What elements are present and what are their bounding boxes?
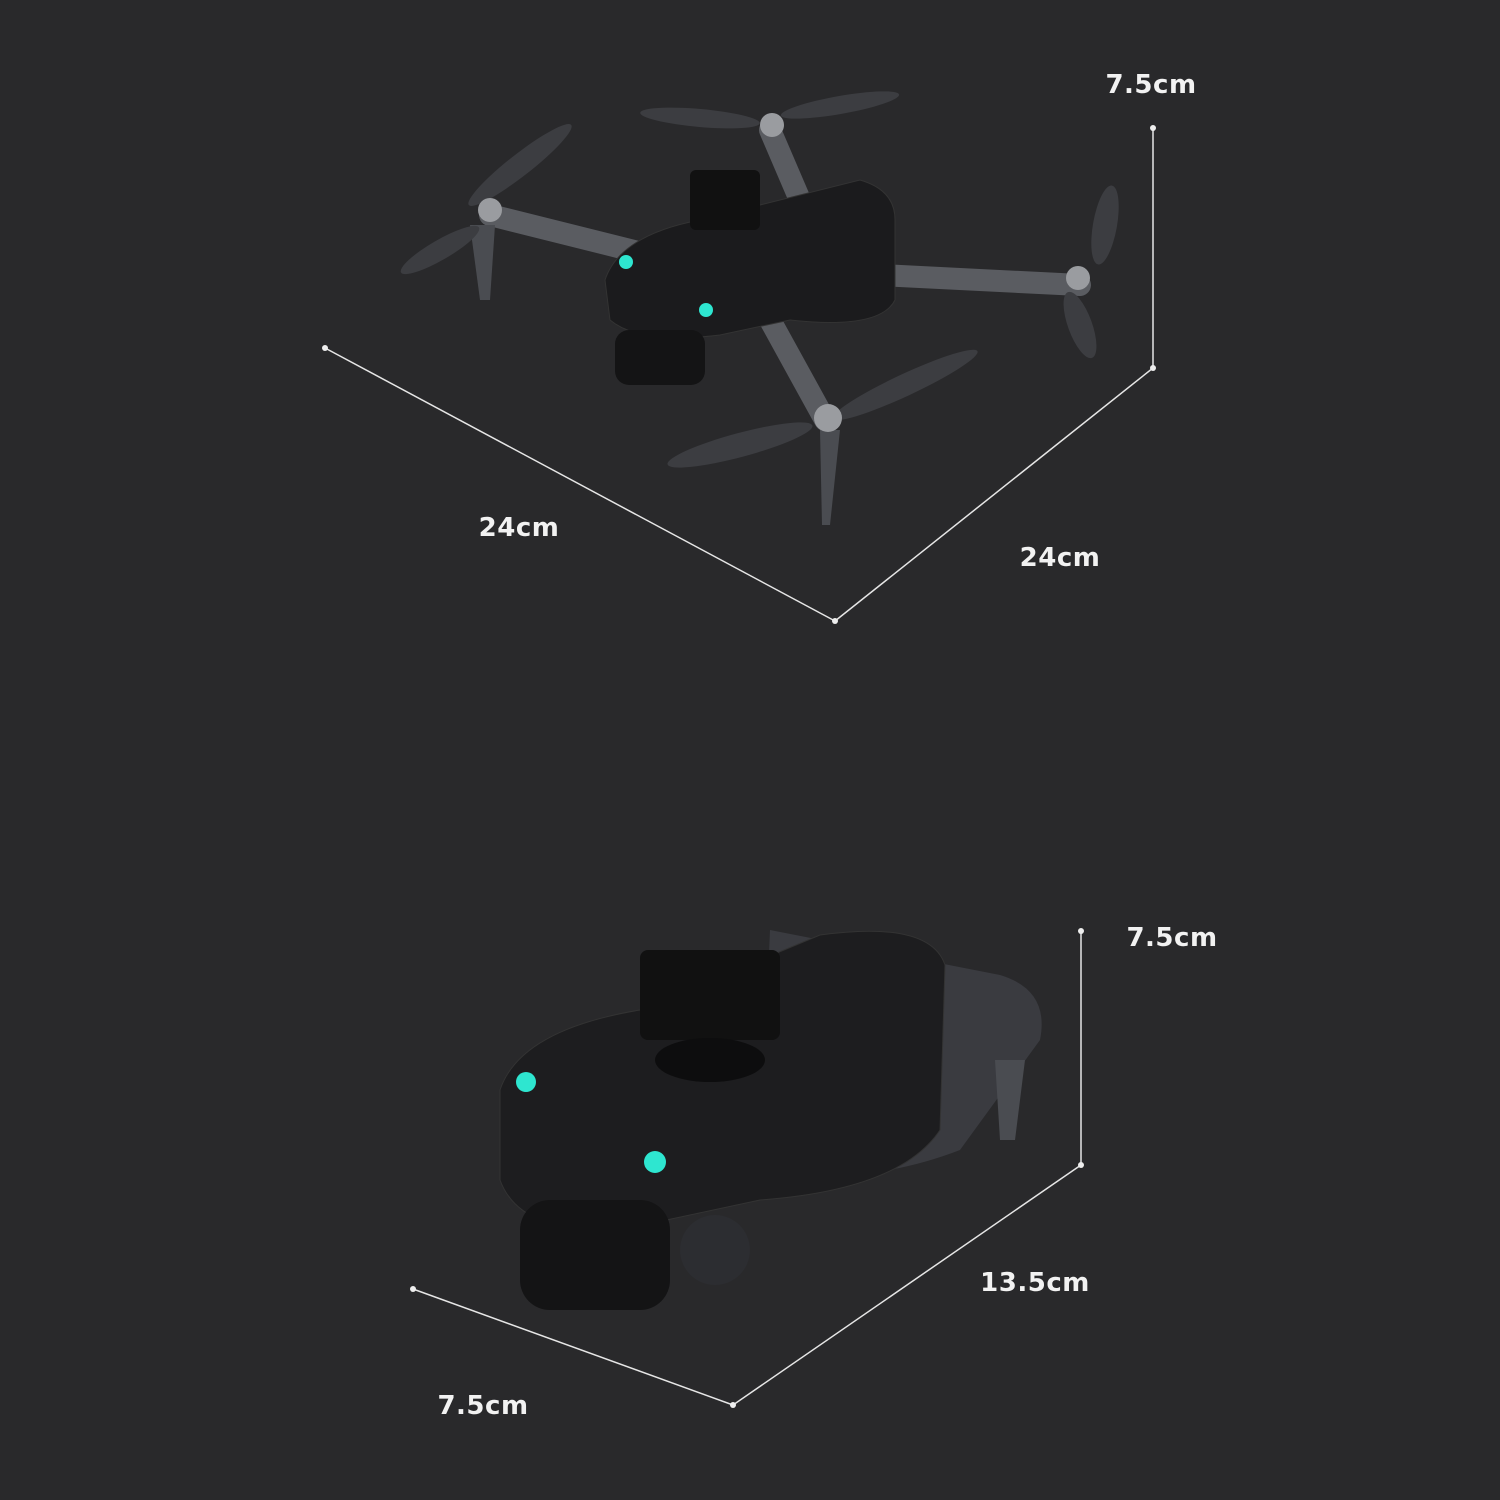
- folded-height-label: 7.5cm: [1126, 923, 1218, 953]
- dimension-line-folded-width: [412, 1288, 734, 1406]
- dimension-line-folded-length: [732, 1164, 1082, 1406]
- drone-leg: [995, 1060, 1025, 1140]
- dimension-line-unfolded-length: [324, 347, 836, 622]
- propellers: [400, 91, 1119, 468]
- folded-width-label: 7.5cm: [437, 1391, 529, 1421]
- camera-gimbal: [520, 1200, 670, 1310]
- dimension-line-unfolded-width: [834, 367, 1154, 622]
- obstacle-sensor: [690, 170, 760, 230]
- drone-folded: [499, 930, 1042, 1310]
- camera-gimbal: [615, 330, 705, 385]
- folded-length-label: 13.5cm: [980, 1268, 1090, 1298]
- sensor-mount: [655, 1038, 765, 1082]
- unfolded-width-label: 24cm: [1019, 543, 1101, 573]
- unfolded-length-label: 24cm: [478, 513, 560, 543]
- led-light: [644, 1151, 666, 1173]
- led-light: [516, 1072, 536, 1092]
- motors: [478, 113, 1090, 432]
- led-light: [699, 303, 713, 317]
- unfolded-height-label: 7.5cm: [1105, 70, 1197, 100]
- led-light: [619, 255, 633, 269]
- drone-legs: [470, 225, 840, 525]
- motor: [680, 1215, 750, 1285]
- dimension-endpoints: [322, 125, 1156, 1408]
- drone-arms: [479, 119, 1091, 431]
- obstacle-sensor: [640, 950, 780, 1040]
- drone-unfolded: [400, 91, 1119, 525]
